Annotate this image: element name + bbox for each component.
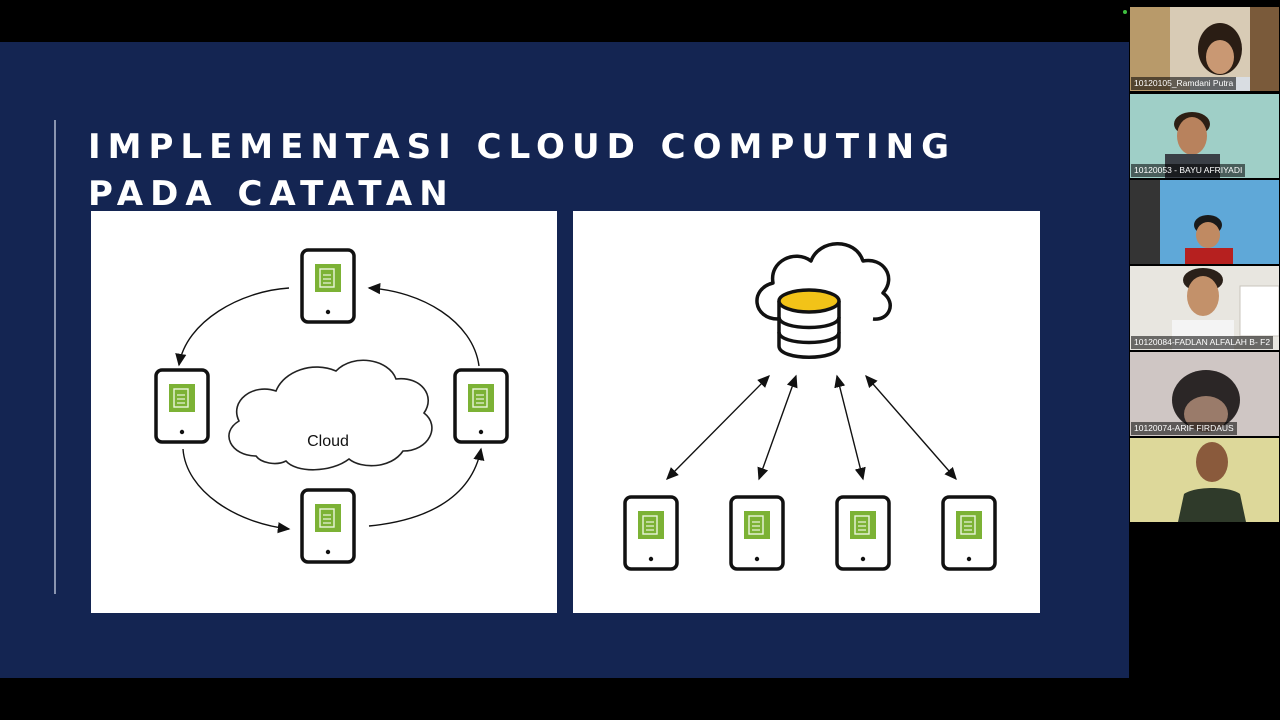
title-accent-line bbox=[54, 120, 56, 594]
participant-tile[interactable] bbox=[1130, 180, 1279, 264]
participant-video-strip[interactable]: 10120105_Ramdani Putra 10120053 - BAYU A… bbox=[1129, 0, 1280, 720]
peer-sync-diagram: Cloud bbox=[91, 211, 557, 613]
participant-name: 10120084-FADLAN ALFALAH B- F2 bbox=[1131, 336, 1274, 349]
cloud-shape bbox=[228, 359, 433, 471]
participant-video bbox=[1130, 438, 1279, 522]
participant-tile[interactable]: 10120084-FADLAN ALFALAH B- F2 bbox=[1130, 266, 1279, 350]
slide-title: IMPLEMENTASI CLOUD COMPUTING PADA CATATA… bbox=[88, 127, 957, 214]
cloud-database-diagram bbox=[573, 211, 1040, 613]
participant-tile[interactable]: 10120105_Ramdani Putra bbox=[1130, 7, 1279, 91]
recording-indicator bbox=[1123, 10, 1127, 14]
participant-name: 10120105_Ramdani Putra bbox=[1131, 77, 1237, 90]
presentation-slide: IMPLEMENTASI CLOUD COMPUTING PADA CATATA… bbox=[0, 42, 1129, 678]
cloud-database-icon bbox=[755, 242, 892, 359]
participant-video bbox=[1130, 180, 1279, 264]
cloud-label: Cloud bbox=[307, 433, 349, 450]
participant-tile[interactable]: 10120053 - BAYU AFRIYADI bbox=[1130, 94, 1279, 178]
participant-tile[interactable]: 10120074-ARIF FIRDAUS bbox=[1130, 352, 1279, 436]
participant-name: 10120053 - BAYU AFRIYADI bbox=[1131, 164, 1246, 177]
participant-tile[interactable] bbox=[1130, 438, 1279, 522]
participant-name: 10120074-ARIF FIRDAUS bbox=[1131, 422, 1237, 435]
